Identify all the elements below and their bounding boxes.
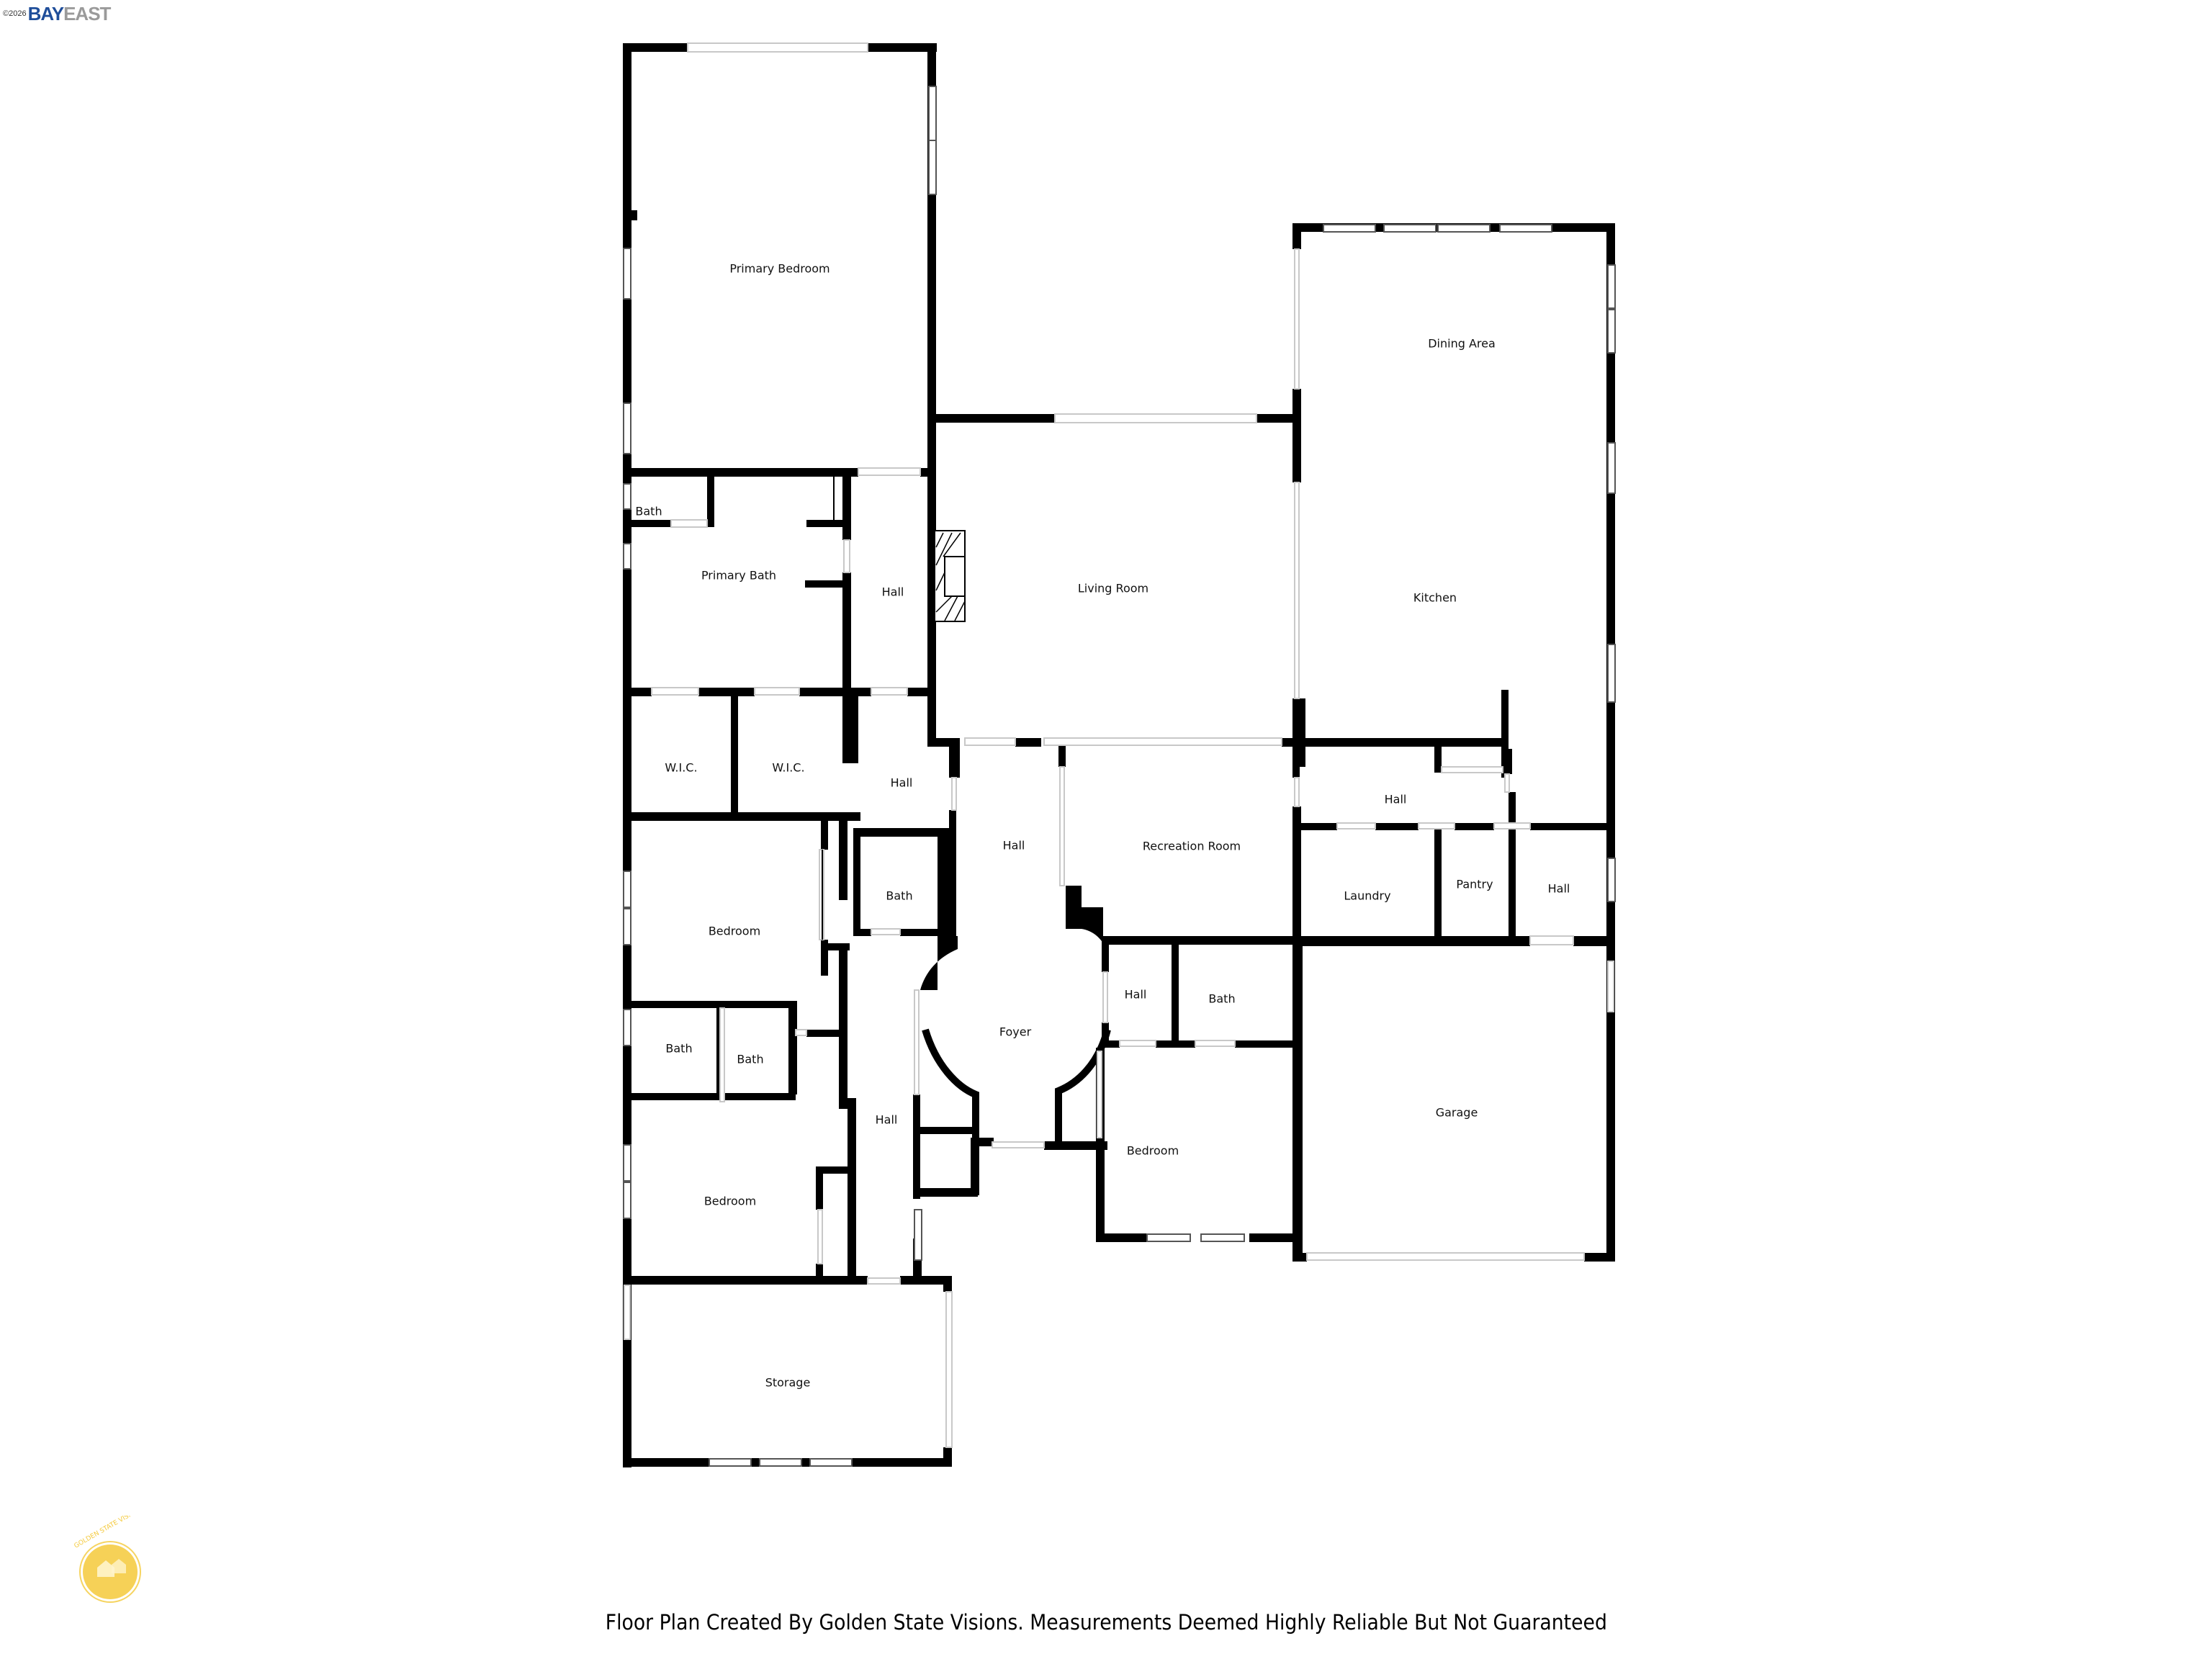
room-label-hall-3: Hall	[1003, 839, 1025, 853]
stairs-closet-lines	[822, 475, 835, 940]
copyright-text: ©2026	[3, 9, 27, 18]
room-label-bath-5: Bath	[737, 1053, 763, 1066]
room-label-pantry: Pantry	[1456, 878, 1493, 891]
room-label-hall-5: Hall	[1548, 882, 1570, 896]
footer-disclaimer: Floor Plan Created By Golden State Visio…	[605, 1610, 1607, 1635]
bayeast-branding: ©2026 BAYEAST	[3, 3, 112, 24]
room-label-laundry: Laundry	[1344, 889, 1390, 903]
room-label-storage: Storage	[765, 1376, 811, 1390]
room-label-bath-1: Bath	[635, 505, 662, 518]
room-label-bedroom-2: Bedroom	[1127, 1144, 1179, 1158]
room-label-dining-area: Dining Area	[1428, 337, 1496, 351]
room-label-living-room: Living Room	[1078, 582, 1148, 595]
room-label-hall-1: Hall	[882, 585, 904, 599]
room-label-primary-bedroom: Primary Bedroom	[729, 262, 830, 276]
windows	[623, 86, 1616, 1467]
logo-bay: BAY	[27, 3, 65, 24]
logo-east: EAST	[63, 3, 111, 24]
fireplace	[934, 530, 966, 622]
room-label-hall-6: Hall	[1125, 988, 1147, 1002]
golden-state-visions-logo: GOLDEN STATE VISIONS	[73, 1516, 144, 1603]
openings	[624, 42, 1614, 1448]
room-label-wic-2: W.I.C.	[772, 761, 804, 775]
room-label-wic-1: W.I.C.	[665, 761, 697, 775]
room-label-bath-2: Bath	[886, 889, 912, 903]
room-label-bath-3: Bath	[1208, 992, 1235, 1006]
room-label-hall-2: Hall	[891, 776, 913, 790]
room-label-bedroom-1: Bedroom	[709, 925, 760, 938]
room-label-kitchen: Kitchen	[1413, 591, 1457, 605]
room-label-hall-7: Hall	[876, 1113, 898, 1127]
room-label-garage: Garage	[1436, 1106, 1478, 1120]
room-label-hall-4: Hall	[1385, 793, 1407, 806]
room-label-recreation-room: Recreation Room	[1143, 840, 1241, 853]
room-label-primary-bath: Primary Bath	[701, 569, 776, 583]
room-label-bath-4: Bath	[665, 1042, 692, 1056]
bayeast-logo: BAYEAST	[27, 3, 112, 24]
room-label-bedroom-3: Bedroom	[704, 1195, 756, 1208]
room-label-foyer: Foyer	[999, 1025, 1032, 1039]
